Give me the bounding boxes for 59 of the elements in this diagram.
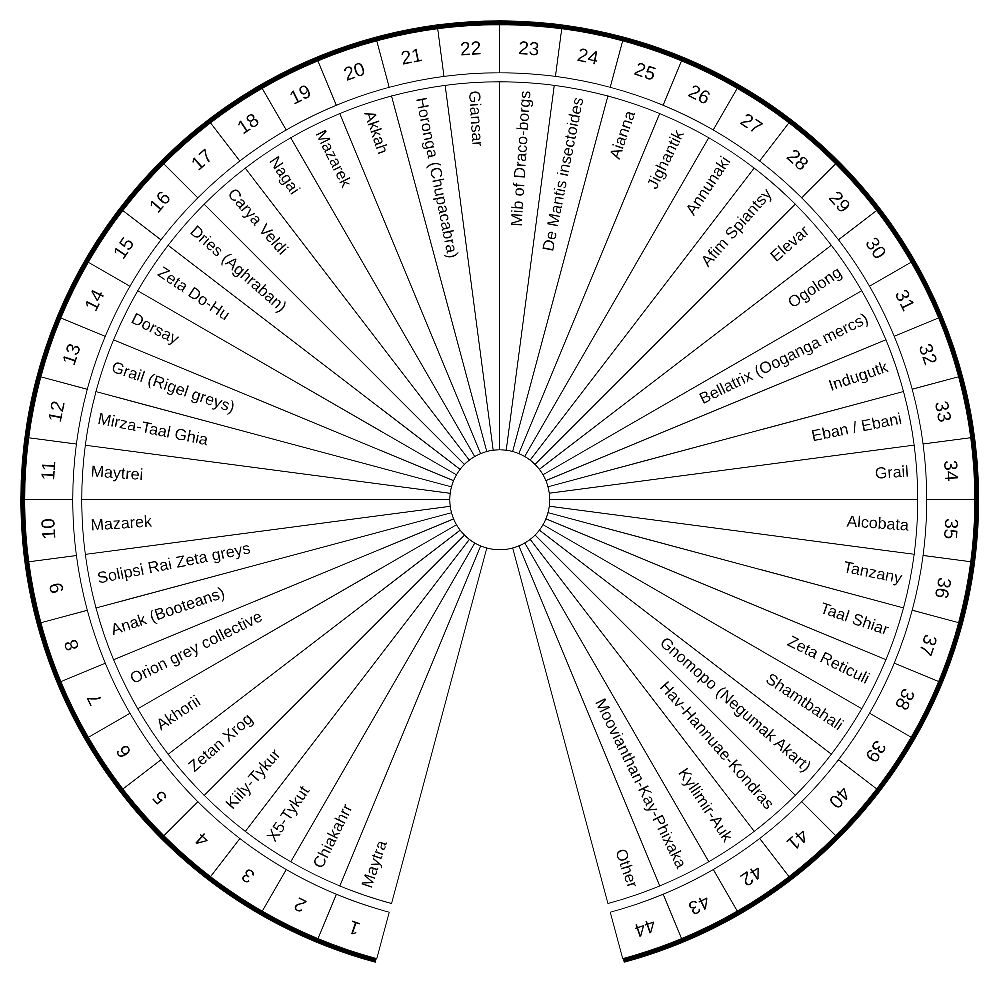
sector-number: 5 (149, 786, 173, 809)
sector-number: 34 (938, 459, 962, 482)
sector-number: 29 (824, 187, 854, 218)
sector-number: 28 (782, 146, 812, 176)
sector-number: 2 (290, 892, 310, 917)
sector-number: 8 (60, 636, 85, 654)
sector-number: 21 (400, 44, 424, 70)
sector-number: 27 (736, 110, 766, 140)
sector-label: Aianna (607, 108, 640, 162)
sector-label: Mazarek (90, 514, 153, 536)
sector-number: 39 (860, 736, 890, 766)
sector-number: 23 (518, 38, 541, 62)
sector-number: 37 (913, 631, 941, 658)
sector-number: 17 (187, 146, 218, 176)
sector-number: 11 (38, 460, 62, 482)
sector-number: 26 (685, 81, 714, 110)
sector-number: 30 (860, 234, 890, 264)
sector-number: 19 (286, 81, 315, 110)
sector-number: 22 (459, 38, 482, 62)
sector-number: 44 (631, 913, 658, 941)
sector-number: 4 (191, 827, 214, 851)
sector-number: 24 (575, 44, 600, 70)
sector-number: 3 (238, 862, 260, 887)
sector-number: 33 (930, 400, 956, 424)
sector-number: 1 (346, 915, 364, 940)
sector-number: 31 (890, 286, 919, 315)
sector-number: 38 (890, 685, 919, 714)
sector-number: 41 (782, 824, 812, 854)
sector-label: Akkah (360, 108, 392, 157)
sector-number: 35 (938, 518, 962, 541)
sector-number: 15 (110, 234, 140, 264)
sector-number: 9 (46, 580, 70, 596)
sector-label: De Mantis insectoides (540, 96, 589, 254)
sector-number: 42 (736, 860, 766, 890)
sector-number: 40 (824, 782, 854, 812)
sector-label: Maytrei (90, 464, 144, 486)
sector-label: Eban / Ebani (810, 410, 904, 447)
sector-label: Taal Shiar (818, 600, 892, 640)
sector-label: Tanzany (842, 559, 904, 589)
sector-number: 18 (234, 110, 264, 140)
sector-number: 25 (631, 59, 658, 87)
sector-number: 12 (44, 400, 70, 424)
sector-number: 32 (913, 342, 941, 369)
sector-label: Solipsi Rai Zeta greys (96, 540, 252, 588)
sector-number: 10 (38, 518, 62, 541)
sector-label: Alcobata (846, 514, 910, 536)
sector-number: 13 (59, 342, 87, 369)
sector-number: 14 (81, 286, 110, 315)
sector-number: 16 (146, 187, 176, 218)
sector-number: 43 (685, 890, 714, 919)
sector-label: Grail (874, 464, 910, 485)
sector-number: 7 (83, 690, 108, 710)
sector-label: Maytra (360, 838, 392, 892)
sector-label: Mirza-Taal Ghia (96, 410, 210, 451)
sector-label: Mib of Draco-borgs (508, 90, 536, 228)
sector-number: 36 (930, 575, 956, 600)
sector-label: Giansar (464, 90, 486, 148)
sector-number: 6 (112, 740, 138, 761)
sector-number: 20 (342, 59, 369, 87)
